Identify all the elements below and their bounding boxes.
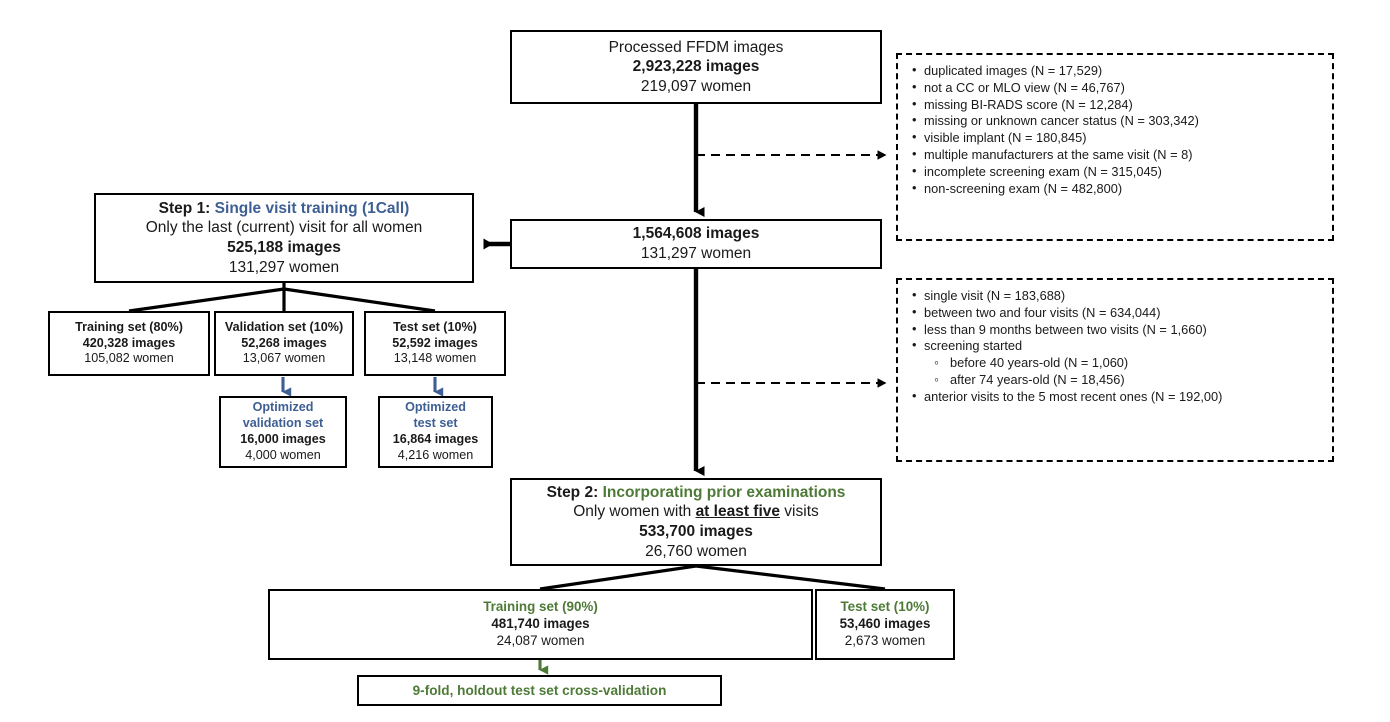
exclusion-item: anterior visits to the 5 most recent one… [912, 389, 1322, 406]
step2-subtitle-pre: Only women with [573, 503, 696, 521]
step1-images: 525,188 images [227, 239, 341, 256]
exclusion-list-1: duplicated images (N = 17,529) not a CC … [912, 63, 1322, 197]
node-training-set-90[interactable]: Training set (90%) 481,740 images 24,087… [268, 589, 813, 660]
step2-subtitle-post: visits [780, 503, 819, 521]
node-step1-single-visit-training[interactable]: Step 1: Single visit training (1Call) On… [94, 193, 474, 283]
exclusion-item: incomplete screening exam (N = 315,045) [912, 164, 1322, 181]
training90-images: 481,740 images [491, 616, 590, 632]
node-test-set-10-step2[interactable]: Test set (10%) 53,460 images 2,673 women [815, 589, 955, 660]
exclusion-item: duplicated images (N = 17,529) [912, 63, 1322, 80]
node-test-set-10[interactable]: Test set (10%) 52,592 images 13,148 wome… [364, 311, 506, 376]
exclusion-criteria-1: duplicated images (N = 17,529) not a CC … [896, 53, 1334, 241]
exclusion-item: non-screening exam (N = 482,800) [912, 181, 1322, 198]
exclusion-item: less than 9 months between two visits (N… [912, 322, 1322, 339]
test10b-title: Test set (10%) [840, 599, 930, 615]
step2-subtitle-emphasis: at least five [695, 503, 780, 521]
exclusion-item: single visit (N = 183,688) [912, 288, 1322, 305]
test10-title: Test set (10%) [393, 319, 477, 334]
training80-women: 105,082 women [84, 351, 174, 366]
source-images: 2,923,228 images [632, 58, 760, 76]
step1-women: 131,297 women [228, 258, 340, 276]
validation10-title: Validation set (10%) [224, 319, 344, 334]
filtered-women: 131,297 women [640, 245, 752, 262]
training80-images: 420,328 images [82, 335, 176, 350]
connector-step1-split [128, 283, 436, 313]
exclusion-item: missing BI-RADS score (N = 12,284) [912, 97, 1322, 114]
crossval-title: 9-fold, holdout test set cross-validatio… [412, 682, 667, 698]
opttest-title-line1: Optimized [405, 400, 466, 415]
exclusion-item: between two and four visits (N = 634,044… [912, 305, 1322, 322]
exclusion-item: visible implant (N = 180,845) [912, 130, 1322, 147]
exclusion-item: screening started [912, 338, 1322, 355]
test10-images: 52,592 images [392, 335, 478, 350]
node-cross-validation[interactable]: 9-fold, holdout test set cross-validatio… [357, 675, 722, 706]
step2-step-label: Step 2: [546, 483, 599, 501]
validation10-women: 13,067 women [242, 351, 326, 366]
node-filtered-images[interactable]: 1,564,608 images 131,297 women [510, 219, 882, 269]
training90-women: 24,087 women [496, 632, 585, 648]
exclusion-criteria-2: single visit (N = 183,688) between two a… [896, 278, 1334, 462]
test10-women: 13,148 women [393, 351, 477, 366]
node-step2-prior-examinations[interactable]: Step 2: Incorporating prior examinations… [510, 478, 882, 566]
step1-step-label: Step 1: [158, 199, 211, 217]
optval-women: 4,000 women [245, 447, 321, 462]
node-processed-ffdm-images[interactable]: Processed FFDM images 2,923,228 images 2… [510, 30, 882, 104]
filtered-images: 1,564,608 images [632, 225, 760, 243]
training90-title: Training set (90%) [483, 599, 598, 615]
step1-title: Single visit training (1Call) [214, 199, 410, 217]
step1-subtitle: Only the last (current) visit for all wo… [145, 219, 423, 237]
optval-images: 16,000 images [240, 432, 326, 446]
exclusion-list-2: single visit (N = 183,688) between two a… [912, 288, 1322, 406]
training80-title: Training set (80%) [75, 319, 183, 334]
test10b-women: 2,673 women [844, 632, 926, 648]
node-validation-set-10[interactable]: Validation set (10%) 52,268 images 13,06… [214, 311, 354, 376]
source-title: Processed FFDM images [608, 38, 784, 56]
step2-images: 533,700 images [639, 523, 753, 540]
exclusion-subitem: before 40 years-old (N = 1,060) [912, 355, 1322, 372]
node-optimized-test-set[interactable]: Optimized test set 16,864 images 4,216 w… [378, 396, 493, 468]
step2-title: Incorporating prior examinations [602, 483, 846, 501]
opttest-women: 4,216 women [397, 447, 474, 462]
exclusion-subitem: after 74 years-old (N = 18,456) [912, 372, 1322, 389]
test10b-images: 53,460 images [839, 616, 931, 632]
optval-title-line1: Optimized [252, 400, 314, 415]
connector-step2-split [539, 564, 886, 591]
step2-women: 26,760 women [645, 542, 747, 560]
validation10-images: 52,268 images [241, 335, 327, 350]
opttest-title-line2: test set [413, 416, 458, 431]
exclusion-item: multiple manufacturers at the same visit… [912, 147, 1322, 164]
node-training-set-80[interactable]: Training set (80%) 420,328 images 105,08… [48, 311, 210, 376]
opttest-images: 16,864 images [392, 432, 479, 446]
exclusion-item: not a CC or MLO view (N = 46,767) [912, 80, 1322, 97]
source-women: 219,097 women [640, 77, 752, 95]
exclusion-item: missing or unknown cancer status (N = 30… [912, 113, 1322, 130]
node-optimized-validation-set[interactable]: Optimized validation set 16,000 images 4… [219, 396, 347, 468]
optval-title-line2: validation set [242, 416, 324, 431]
